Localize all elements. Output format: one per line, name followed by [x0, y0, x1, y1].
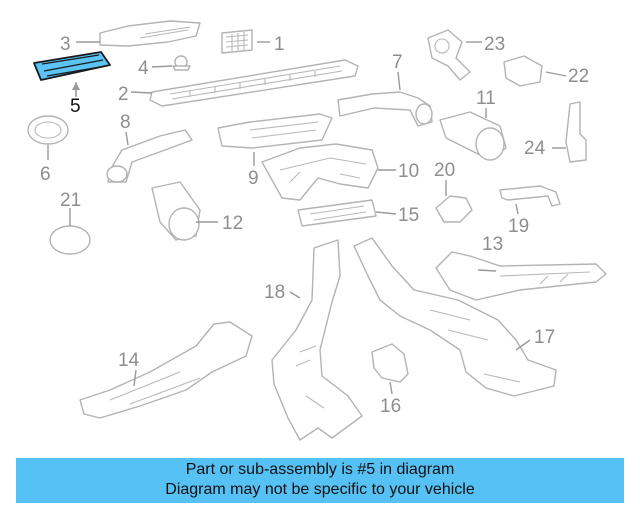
part-13 [435, 251, 607, 301]
callout-10: 10 [398, 161, 419, 182]
callout-20: 20 [434, 160, 455, 181]
callout-6: 6 [40, 164, 51, 185]
part-16 [371, 343, 409, 383]
callout-5: 5 [70, 96, 81, 117]
callout-18: 18 [264, 282, 285, 303]
part-3 [99, 20, 201, 47]
leader-lines [47, 41, 567, 395]
part-2 [149, 59, 359, 107]
part-6 [27, 115, 69, 145]
callout-17: 17 [534, 327, 555, 348]
banner-part-info: Part or sub-assembly is #5 in diagram [185, 461, 455, 478]
part-14 [79, 321, 253, 419]
part-19 [499, 185, 561, 207]
callout-5-arrow [72, 82, 80, 90]
part-7 [337, 91, 433, 127]
callout-9: 9 [248, 168, 259, 189]
part-11 [439, 111, 507, 161]
part-15 [297, 199, 377, 227]
callout-19: 19 [508, 216, 529, 237]
banner-disclaimer: Diagram may not be specific to your vehi… [165, 481, 475, 498]
part-8 [106, 129, 193, 183]
part-17 [353, 237, 557, 397]
callout-1: 1 [274, 34, 285, 55]
callout-2: 2 [118, 84, 129, 105]
part-22 [503, 55, 543, 87]
part-20 [435, 195, 473, 223]
part-18 [271, 239, 363, 441]
callout-23: 23 [484, 34, 505, 55]
part-12 [151, 181, 201, 241]
part-4 [172, 55, 191, 71]
callout-11: 11 [476, 88, 496, 109]
part-23 [427, 29, 471, 81]
callout-16: 16 [380, 396, 401, 417]
callout-14: 14 [118, 350, 140, 371]
callout-labels: 1 2 3 4 5 6 7 8 9 10 11 12 13 14 15 16 1… [40, 34, 589, 417]
callout-7: 7 [392, 52, 403, 73]
part-10 [261, 143, 379, 201]
part-21 [49, 225, 91, 255]
callout-22: 22 [568, 66, 589, 87]
part-9 [217, 113, 333, 149]
callout-24: 24 [524, 138, 546, 159]
info-banner: Part or sub-assembly is #5 in diagram Di… [16, 458, 624, 503]
callout-8: 8 [120, 112, 131, 133]
callout-12: 12 [222, 213, 243, 234]
callout-15: 15 [398, 205, 419, 226]
part-5-highlighted[interactable] [33, 51, 111, 81]
callout-21: 21 [60, 190, 81, 211]
callout-4: 4 [138, 58, 149, 79]
callout-13: 13 [482, 234, 503, 255]
parts-diagram: 1 2 3 4 5 6 7 8 9 10 11 12 13 14 15 16 1… [27, 20, 607, 441]
callout-3: 3 [60, 34, 71, 55]
part-24 [565, 101, 587, 163]
part-1 [221, 29, 253, 54]
